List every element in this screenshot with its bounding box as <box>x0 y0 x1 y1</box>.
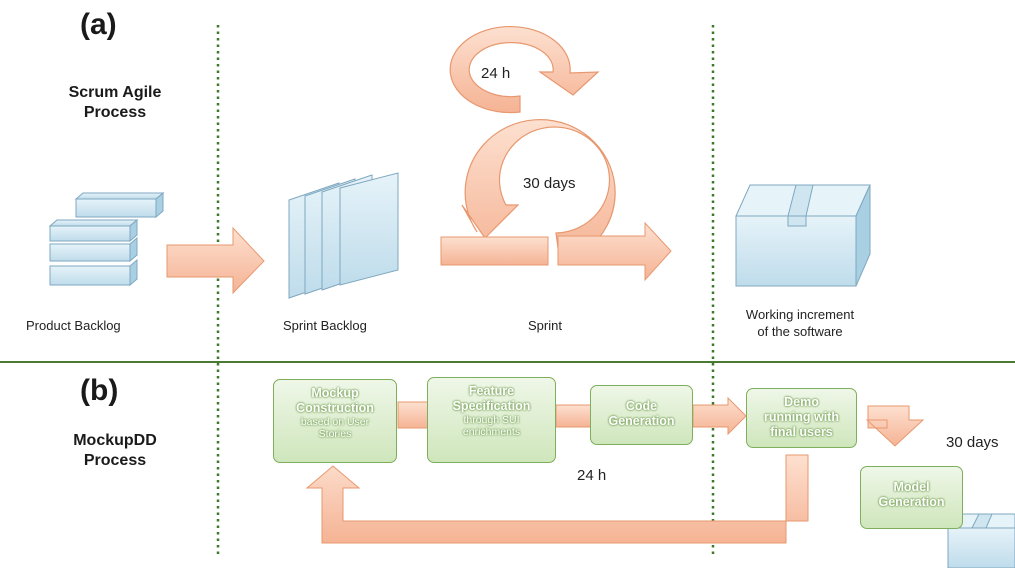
model-title-2: Generation <box>878 495 945 509</box>
demo-title-2: running with <box>764 410 839 424</box>
sprint-backlog-label: Sprint Backlog <box>283 318 367 333</box>
step-model-generation: Model Generation <box>860 466 963 529</box>
mockup-sub-2: Stories <box>318 428 352 440</box>
arrow-feature-to-code <box>555 404 592 428</box>
code-title-1: Code <box>625 399 658 413</box>
feature-title-2: Specification <box>452 399 531 413</box>
daily-cycle-arrow <box>449 26 600 114</box>
mockup-title-1: Mockup <box>311 386 359 400</box>
product-backlog-label: Product Backlog <box>26 318 121 333</box>
increment-box-icon <box>735 184 871 287</box>
increment-label: Working increment of the software <box>730 306 870 340</box>
code-title-2: Generation <box>608 414 675 428</box>
step-feature-specification: Feature Specification through SUI enrich… <box>427 377 556 463</box>
loop-label: 24 h <box>577 467 607 484</box>
scrum-title: Scrum Agile Process <box>40 83 190 123</box>
feature-title-1: Feature <box>468 384 515 398</box>
arrow-demo-to-model <box>865 405 925 447</box>
mockup-title-2: Construction <box>296 401 374 415</box>
mockupdd-title-line1: MockupDD <box>73 432 157 449</box>
product-backlog-icon <box>48 191 165 287</box>
step-demo: Demo running with final users <box>746 388 857 448</box>
sprint-backlog-icon <box>288 172 399 299</box>
model-title-1: Model <box>893 480 930 494</box>
section-a-tag: (a) <box>80 8 117 41</box>
increment-label-line2: of the software <box>757 324 843 339</box>
feedback-loop-arrow <box>305 454 809 544</box>
step-code-generation: Code Generation <box>590 385 693 445</box>
sprint-bar-left <box>440 236 549 266</box>
scrum-title-line2: Process <box>83 104 147 121</box>
demo-title-3: final users <box>770 425 833 439</box>
demo-title-1: Demo <box>784 395 819 409</box>
mockupdd-title-line2: Process <box>83 452 147 469</box>
feature-sub-2: enrichments <box>462 426 521 438</box>
arrow-code-to-demo <box>692 396 747 436</box>
scrum-title-line1: Scrum Agile <box>68 84 162 101</box>
sprint-cycle-label: 30 days <box>523 175 576 192</box>
sprint-label: Sprint <box>528 318 562 333</box>
mockup-sub-1: based on User <box>300 416 370 428</box>
step-mockup-construction: Mockup Construction based on User Storie… <box>273 379 397 463</box>
arrow-mockup-to-feature <box>397 401 429 429</box>
mockupdd-title: MockupDD Process <box>40 431 190 471</box>
feature-sub-1: through SUI <box>463 414 520 426</box>
section-b-tag: (b) <box>80 374 119 407</box>
model-output-box-icon <box>946 513 1015 568</box>
model-cycle-label: 30 days <box>946 434 999 451</box>
arrow-to-increment <box>557 221 672 282</box>
increment-label-line1: Working increment <box>745 307 855 322</box>
daily-cycle-label: 24 h <box>481 65 511 82</box>
arrow-to-sprint-backlog <box>166 226 265 295</box>
